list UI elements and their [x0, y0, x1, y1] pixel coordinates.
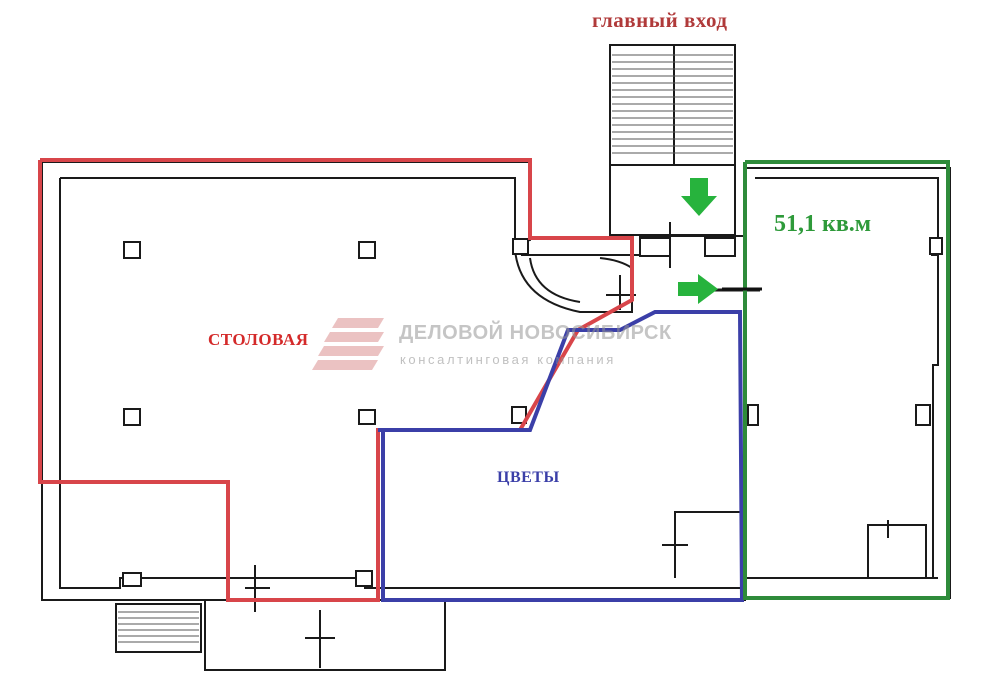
- area-label: 51,1 кв.м: [774, 211, 872, 237]
- flowers-room-outline: [378, 310, 745, 602]
- columns: [122, 237, 943, 587]
- entrance-arrow-right: [678, 274, 718, 304]
- leased-room-outline: [743, 160, 950, 600]
- entrance-arrow-down: [681, 178, 717, 216]
- flowers-room-label: ЦВЕТЫ: [497, 469, 560, 486]
- dining-room-outline: [38, 158, 634, 602]
- watermark-name: ДЕЛОВОЙ НОВОСИБИРСК: [399, 322, 672, 344]
- watermark-subtitle: консалтинговая компания: [400, 352, 616, 367]
- side-stairs: [118, 611, 199, 643]
- dining-room-label: СТОЛОВАЯ: [208, 330, 309, 349]
- main-entrance-label: главный вход: [592, 8, 728, 32]
- watermark-logo-icon: [312, 318, 384, 370]
- main-stairs: [612, 54, 733, 154]
